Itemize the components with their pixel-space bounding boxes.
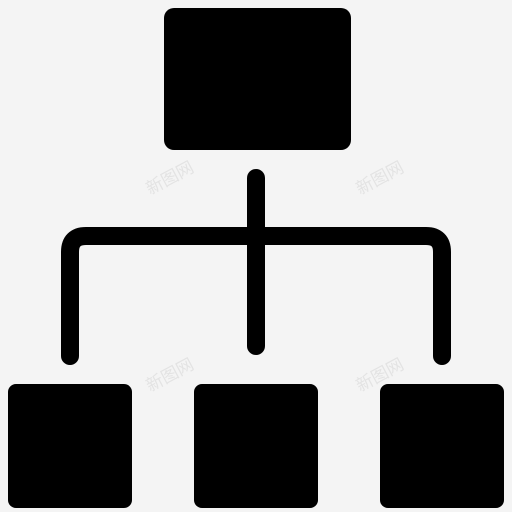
connector-lines — [61, 169, 451, 365]
bottom-right-node-box — [380, 384, 504, 508]
watermark-text: 新图网 — [143, 158, 197, 200]
bottom-center-node-box — [194, 384, 318, 508]
top-node-box — [164, 8, 351, 150]
branch-connector — [61, 227, 451, 365]
bottom-left-node-box — [8, 384, 132, 508]
watermark-text: 新图网 — [143, 355, 197, 397]
watermark-text: 新图网 — [353, 158, 407, 200]
watermark-group: 新图网 新图网 新图网 新图网 — [143, 158, 407, 397]
